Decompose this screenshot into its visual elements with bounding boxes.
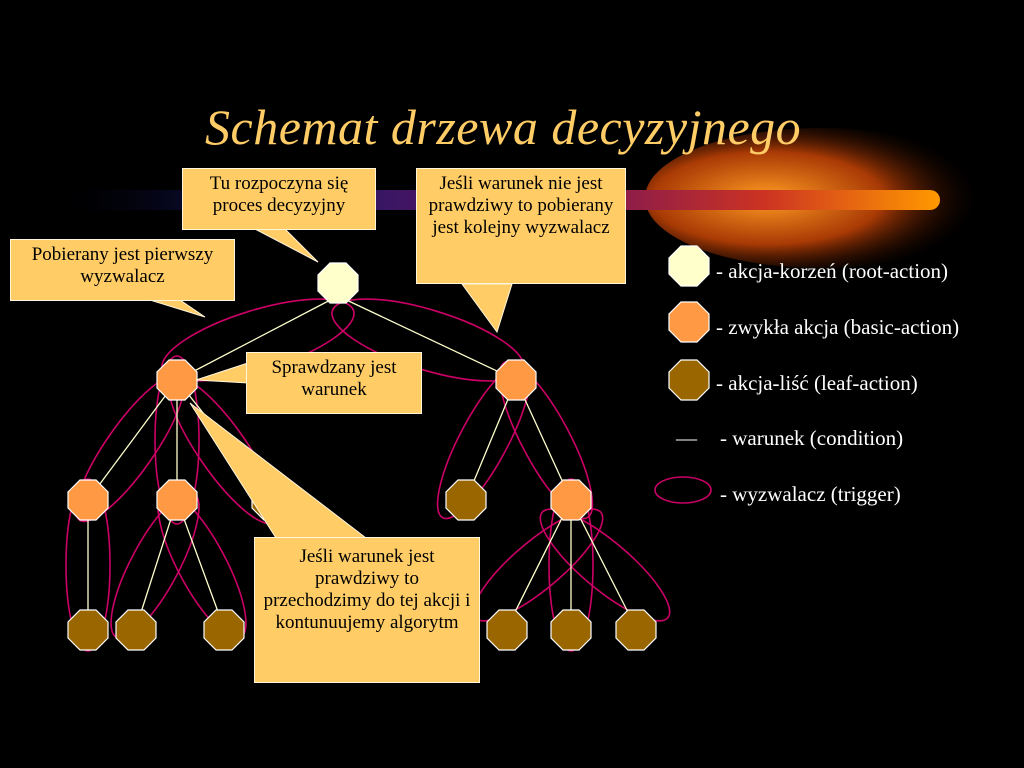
legend-basic-icon — [668, 301, 710, 343]
callout-first-trigger: Pobierany jest pierwszy wyzwalacz — [10, 239, 235, 301]
legend-root-label: - akcja-korzeń (root-action) — [716, 259, 949, 283]
callout-pointer-condition-false — [461, 283, 513, 334]
legend-basic-label: - zwykła akcja (basic-action) — [716, 315, 960, 339]
legend-trigger-label: - wyzwalacz (trigger) — [720, 482, 901, 506]
slide-title: Schemat drzewa decyzyjnego — [205, 99, 802, 155]
legend-symbols — [654, 245, 712, 504]
edge — [176, 499, 225, 629]
nodes — [67, 262, 657, 651]
edge — [570, 499, 637, 629]
legend-condition-symbol: — — [676, 426, 697, 450]
callout-start: Tu rozpoczyna się proces decyzyjny — [182, 168, 376, 230]
legend-leaf-label: - akcja-liść (leaf-action) — [716, 371, 918, 395]
callout-check-condition: Sprawdzany jest warunek — [246, 352, 422, 414]
edge — [515, 379, 572, 501]
leaf-action-node — [486, 609, 528, 651]
trigger-ellipse — [65, 478, 111, 652]
callout-pointer-start — [254, 228, 319, 263]
callout-pointer-first-trigger — [149, 299, 206, 318]
callout-condition-false: Jeśli warunek nie jest prawdziwy to pobi… — [416, 168, 626, 284]
edge — [337, 295, 517, 381]
legend-trigger-icon — [654, 476, 712, 504]
leaf-action-node — [115, 609, 157, 651]
leaf-action-node — [67, 609, 109, 651]
leaf-action-node — [445, 479, 487, 521]
basic-action-node — [156, 479, 198, 521]
legend-leaf-icon — [668, 359, 710, 401]
trigger-ellipse — [154, 355, 200, 525]
edge — [506, 499, 572, 629]
edge — [87, 379, 178, 501]
basic-action-node — [67, 479, 109, 521]
callout-pointer-condition-true — [189, 402, 368, 539]
root-action-node — [317, 262, 359, 304]
legend-root-icon — [668, 245, 710, 287]
leaf-action-node — [550, 609, 592, 651]
legend-condition-label: - warunek (condition) — [720, 426, 904, 450]
trigger-ellipse — [548, 478, 594, 652]
callout-condition-true: Jeśli warunek jest prawdziwy to przechod… — [254, 537, 480, 683]
callout-pointers — [149, 228, 513, 539]
trigger-ellipse — [539, 508, 671, 622]
leaf-action-node — [203, 609, 245, 651]
basic-action-node — [495, 359, 537, 401]
leaf-action-node — [615, 609, 657, 651]
edge — [135, 499, 178, 629]
trigger-ellipse — [498, 360, 594, 520]
basic-action-node — [156, 359, 198, 401]
basic-action-node — [550, 479, 592, 521]
edge — [176, 295, 339, 381]
